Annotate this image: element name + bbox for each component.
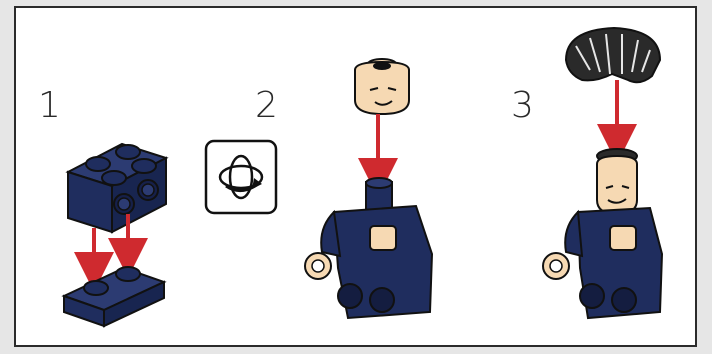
plate-1x2 — [64, 267, 164, 326]
step-2-illustration — [305, 59, 432, 318]
step-3-illustration — [543, 28, 662, 318]
minifig-assembled — [543, 149, 662, 318]
step-1-illustration — [64, 144, 166, 326]
brick-2x2 — [68, 144, 166, 232]
minifig-head — [355, 59, 409, 114]
rotate-assembly-icon — [206, 141, 276, 213]
minifig-hair — [566, 28, 660, 82]
minifig-torso — [305, 178, 432, 318]
